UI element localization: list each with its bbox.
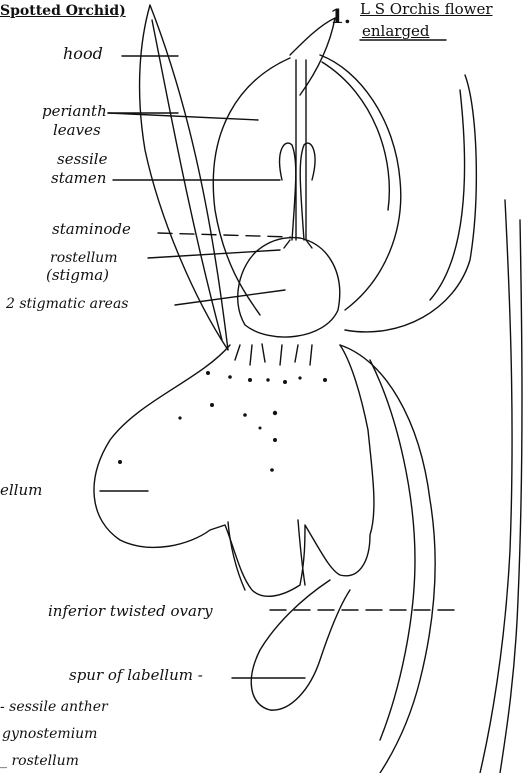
label-labellum: ellum [0,483,42,498]
figure-number: 1. [330,6,351,26]
column [296,60,306,240]
anther-right [300,143,315,240]
label-sessile-1: sessile [57,152,107,167]
ovary-outer [340,345,435,773]
label-sessile-anther: - sessile anther [0,700,108,714]
stigma-bulb [238,238,340,337]
anther-left [280,143,296,240]
hood-outline [290,18,335,95]
label-hood: hood [63,46,103,62]
stem [480,200,512,773]
label-perianth-1: perianth [42,104,107,119]
leader-perianth-2 [108,113,258,120]
right-petal-inner [322,62,389,210]
label-rostellum-bottom: _ rostellum [0,754,79,768]
spur [251,580,350,710]
leader-staminode [158,233,290,237]
title-right-line2: enlarged [362,24,430,39]
title-left: Spotted Orchid) [0,4,126,18]
staminode-stalks [284,240,312,248]
label-rostellum-1: rostellum [50,251,117,265]
label-perianth-2: leaves [53,123,101,138]
label-sessile-2: stamen [51,171,106,186]
labellum-spots [118,371,327,472]
title-right-line1: L S Orchis flower [360,2,493,17]
labellum-texture [235,344,312,365]
label-spur: spur of labellum - [69,668,203,683]
label-rostellum-2: (stigma) [46,268,109,283]
right-sepal [345,75,476,332]
label-stigmatic-areas: 2 stigmatic areas [6,297,128,311]
label-staminode: staminode [52,222,131,237]
right-sepal-vein [430,90,465,300]
label-inferior-ovary: inferior twisted ovary [48,604,213,619]
label-gynostemium: gynostemium [2,727,97,741]
dorsal-petal [213,58,290,315]
leader-stigmatic [175,290,285,305]
